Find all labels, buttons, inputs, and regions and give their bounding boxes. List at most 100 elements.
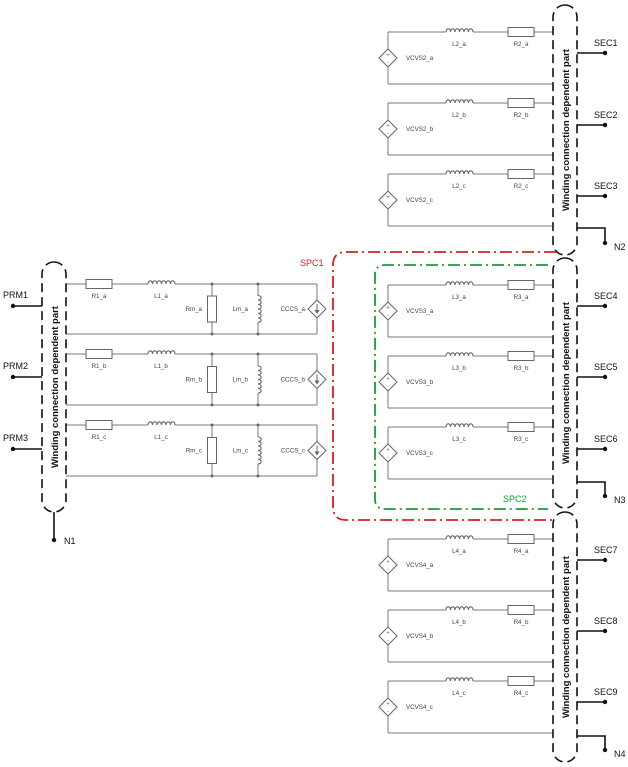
inductor-lm-0	[257, 294, 262, 324]
inductor-sec-2-0	[445, 535, 474, 540]
label-rsec-0-0: R2_a	[514, 41, 529, 48]
terminal-prm3: PRM3	[3, 433, 28, 443]
label-vcvs-2-0: VCVS4_a	[406, 562, 434, 569]
secondary-3-winding-label: Winding connection dependent part	[561, 555, 572, 718]
resistor-sec-0-1	[507, 98, 535, 108]
label-rsec-2-0: R4_a	[514, 548, 529, 555]
inductor-lm-1	[257, 365, 262, 394]
inductor-sec-1-0	[445, 281, 474, 286]
label-r1-0: R1_a	[92, 293, 107, 300]
primary-winding-box: Winding connection dependent part	[41, 261, 67, 513]
label-vcvs-0-0: VCVS2_a	[406, 55, 434, 62]
terminal-prm1: PRM1	[3, 290, 28, 300]
label-vcvs-2-2: VCVS4_c	[406, 704, 433, 711]
resistor-sec-2-2	[507, 676, 535, 686]
resistor-rm-2	[207, 437, 217, 464]
svg-text:-: -	[387, 202, 389, 208]
terminal-sec4: SEC4	[594, 291, 618, 301]
terminal-sec1: SEC1	[594, 38, 618, 48]
resistor-sec-1-1	[507, 351, 535, 361]
secondary-3-winding-box: Winding connection dependent part	[552, 511, 578, 763]
terminal-sec6: SEC6	[594, 434, 618, 444]
resistor-sec-1-2	[507, 422, 535, 432]
label-lsec-1-2: L3_c	[452, 436, 465, 443]
label-lm-1: Lm_b	[233, 377, 249, 384]
label-lsec-2-2: L4_c	[452, 690, 465, 697]
label-lsec-2-0: L4_a	[452, 548, 466, 555]
label-cccs-0: CCCS_a	[281, 306, 306, 313]
label-vcvs-0-2: VCVS2_c	[406, 197, 433, 204]
spc1-label: SPC1	[300, 258, 324, 268]
label-rm-0: Rm_a	[185, 306, 202, 313]
label-rsec-2-2: R4_c	[514, 690, 528, 697]
label-rsec-0-2: R2_c	[514, 183, 528, 190]
inductor-l1-2	[147, 421, 176, 426]
svg-text:+: +	[386, 560, 390, 566]
terminal-sec9: SEC9	[594, 687, 618, 697]
terminal-sec7: SEC7	[594, 545, 618, 555]
label-vcvs-0-1: VCVS2_b	[406, 126, 434, 133]
source-vcvs-1-1	[378, 372, 398, 392]
label-lm-0: Lm_a	[233, 306, 249, 313]
inductor-sec-0-2	[445, 170, 474, 175]
secondary-2-terminals: SEC4 SEC5 SEC6 N3	[577, 291, 626, 505]
inductor-sec-2-2	[445, 677, 474, 682]
label-cccs-2: CCCS_c	[281, 448, 305, 455]
svg-text:-: -	[387, 709, 389, 715]
source-vcvs-2-2	[378, 697, 398, 717]
label-r1-1: R1_b	[92, 363, 107, 370]
resistor-sec-0-0	[507, 27, 535, 37]
terminal-n1: N1	[64, 536, 76, 546]
secondary-3-terminals: SEC7 SEC8 SEC9 N4	[577, 545, 626, 759]
svg-text:+: +	[386, 124, 390, 130]
inductor-sec-1-2	[445, 423, 474, 428]
label-lsec-0-1: L2_b	[452, 112, 466, 119]
svg-text:-: -	[387, 60, 389, 66]
inductor-sec-0-0	[445, 28, 474, 33]
label-l1-0: L1_a	[154, 293, 168, 300]
source-vcvs-2-0	[378, 555, 398, 575]
secondary-1-winding-label: Winding connection dependent part	[561, 48, 572, 211]
label-rsec-1-1: R3_b	[514, 365, 529, 372]
svg-text:+: +	[386, 631, 390, 637]
inductor-lm-2	[257, 436, 262, 465]
svg-text:+: +	[386, 53, 390, 59]
label-vcvs-1-0: VCVS3_a	[406, 308, 434, 315]
label-lsec-2-1: L4_b	[452, 619, 466, 626]
svg-text:-: -	[387, 384, 389, 390]
svg-text:-: -	[387, 567, 389, 573]
label-vcvs-2-1: VCVS4_b	[406, 633, 434, 640]
label-l1-1: L1_b	[154, 363, 168, 370]
label-rm-2: Rm_c	[186, 448, 202, 455]
terminal-n2: N2	[614, 242, 626, 252]
svg-text:-: -	[387, 455, 389, 461]
source-vcvs-0-2	[378, 190, 398, 210]
svg-text:-: -	[387, 131, 389, 137]
neutral-n1: N1	[51, 512, 76, 546]
terminal-prm2: PRM2	[3, 361, 28, 371]
svg-text:+: +	[386, 306, 390, 312]
resistor-r1-1	[85, 349, 113, 359]
inductor-l1-1	[147, 350, 176, 355]
label-r1-2: R1_c	[92, 434, 106, 441]
source-vcvs-0-0	[378, 48, 398, 68]
label-lm-2: Lm_c	[233, 448, 248, 455]
source-vcvs-1-0	[378, 301, 398, 321]
source-vcvs-0-1	[378, 119, 398, 139]
resistor-sec-1-0	[507, 280, 535, 290]
label-rsec-0-1: R2_b	[514, 112, 529, 119]
secondary-1-terminals: SEC1 SEC2 SEC3 N2	[577, 38, 626, 252]
label-rsec-1-0: R3_a	[514, 294, 529, 301]
resistor-sec-2-1	[507, 605, 535, 615]
resistor-r1-2	[85, 420, 113, 430]
label-rsec-1-2: R3_c	[514, 436, 528, 443]
resistor-sec-2-0	[507, 534, 535, 544]
terminal-sec3: SEC3	[594, 181, 618, 191]
label-l1-2: L1_c	[154, 434, 167, 441]
inductor-sec-0-1	[445, 99, 474, 104]
wires	[66, 31, 553, 734]
label-lsec-0-2: L2_c	[452, 183, 465, 190]
svg-text:-: -	[387, 313, 389, 319]
secondary-2-winding-label: Winding connection dependent part	[561, 301, 572, 464]
label-lsec-1-1: L3_b	[452, 365, 466, 372]
